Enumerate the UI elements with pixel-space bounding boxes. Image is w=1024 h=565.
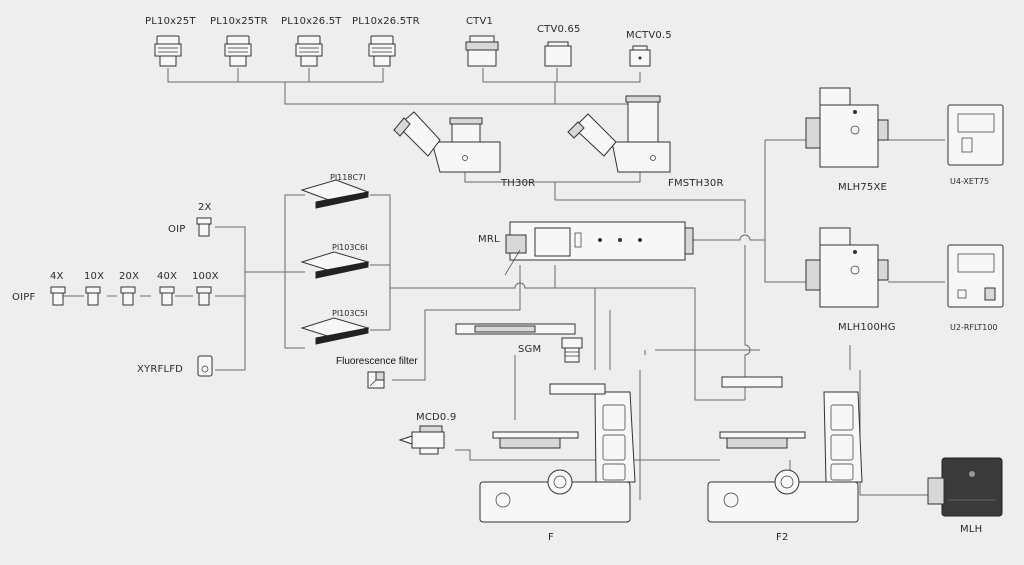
- u4-xet75-power-supply[interactable]: [947, 104, 1004, 166]
- label-oip: OIP: [168, 224, 185, 235]
- label-100x: 100X: [192, 271, 219, 282]
- label-pl10x26-5t: PL10x26.5T: [281, 16, 342, 27]
- mrl-reflected-illuminator[interactable]: [504, 221, 694, 276]
- eyepiece-pl10x25tr[interactable]: [224, 35, 252, 67]
- label-th30r: TH30R: [500, 178, 535, 189]
- pi118c7i-filter-cube[interactable]: [300, 179, 370, 209]
- ctv1-adapter[interactable]: [465, 35, 499, 67]
- objective-40x[interactable]: [159, 286, 175, 306]
- mcd09-condenser[interactable]: [398, 425, 445, 455]
- label-mlh75xe: MLH75XE: [838, 182, 887, 193]
- label-u4-xet75: U4-XET75: [950, 177, 989, 186]
- label-pi103c5i: PI103C5I: [332, 309, 368, 318]
- eyepiece-pl10x26-5tr[interactable]: [368, 35, 396, 67]
- objective-2x[interactable]: [196, 217, 212, 237]
- objective-10x[interactable]: [85, 286, 101, 306]
- objective-100x[interactable]: [196, 286, 212, 306]
- label-4x: 4X: [50, 271, 64, 282]
- pi103c5i-filter-cube[interactable]: [300, 317, 370, 345]
- label-mlh: MLH: [960, 524, 982, 535]
- label-u2-rflt100: U2-RFLT100: [950, 323, 998, 332]
- u2-rflt100-power-supply[interactable]: [947, 244, 1004, 308]
- th30r-trinocular-head[interactable]: [393, 111, 501, 173]
- label-ctv1: CTV1: [466, 16, 493, 27]
- ctv065-adapter[interactable]: [544, 41, 572, 67]
- xyrflfd-component[interactable]: [197, 355, 213, 377]
- fluorescence-filter-slider[interactable]: [367, 371, 385, 389]
- mlh-lamphouse[interactable]: [927, 457, 1003, 517]
- label-pl10x25tr: PL10x25TR: [210, 16, 268, 27]
- label-ctv065: CTV0.65: [537, 24, 581, 35]
- pi103c6i-filter-cube[interactable]: [300, 251, 370, 279]
- label-f2: F2: [776, 532, 789, 543]
- label-pl10x25t: PL10x25T: [145, 16, 196, 27]
- label-pi103c6i: PI103C6I: [332, 243, 368, 252]
- objective-20x[interactable]: [120, 286, 136, 306]
- label-f: F: [548, 532, 554, 543]
- mctv05-adapter[interactable]: [629, 45, 651, 67]
- label-pi118c7i: PI118C7I: [330, 173, 366, 182]
- label-mctv05: MCTV0.5: [626, 30, 672, 41]
- label-oipf: OIPF: [12, 292, 35, 303]
- mlh75xe-lamphouse[interactable]: [805, 87, 889, 168]
- label-mlh100hg: MLH100HG: [838, 322, 896, 333]
- eyepiece-pl10x26-5t[interactable]: [295, 35, 323, 67]
- label-fmsth30r: FMSTH30R: [668, 178, 724, 189]
- label-40x: 40X: [157, 271, 177, 282]
- label-mrl: MRL: [478, 234, 500, 245]
- label-mcd09: MCD0.9: [416, 412, 456, 423]
- microscope-f2[interactable]: [707, 376, 863, 523]
- microscope-f[interactable]: [479, 383, 636, 523]
- label-xyrflfd: XYRFLFD: [137, 364, 183, 375]
- label-10x: 10X: [84, 271, 104, 282]
- eyepiece-pl10x25t[interactable]: [154, 35, 182, 67]
- label-fluorescence-filter: Fluorescence filter: [336, 356, 418, 367]
- fmsth30r-trinocular-head[interactable]: [567, 95, 671, 173]
- label-2x: 2X: [198, 202, 212, 213]
- label-20x: 20X: [119, 271, 139, 282]
- objective-4x[interactable]: [50, 286, 66, 306]
- sgm-stage[interactable]: [455, 323, 583, 363]
- label-pl10x26-5tr: PL10x26.5TR: [352, 16, 420, 27]
- label-sgm: SGM: [518, 344, 541, 355]
- mlh100hg-lamphouse[interactable]: [805, 227, 889, 308]
